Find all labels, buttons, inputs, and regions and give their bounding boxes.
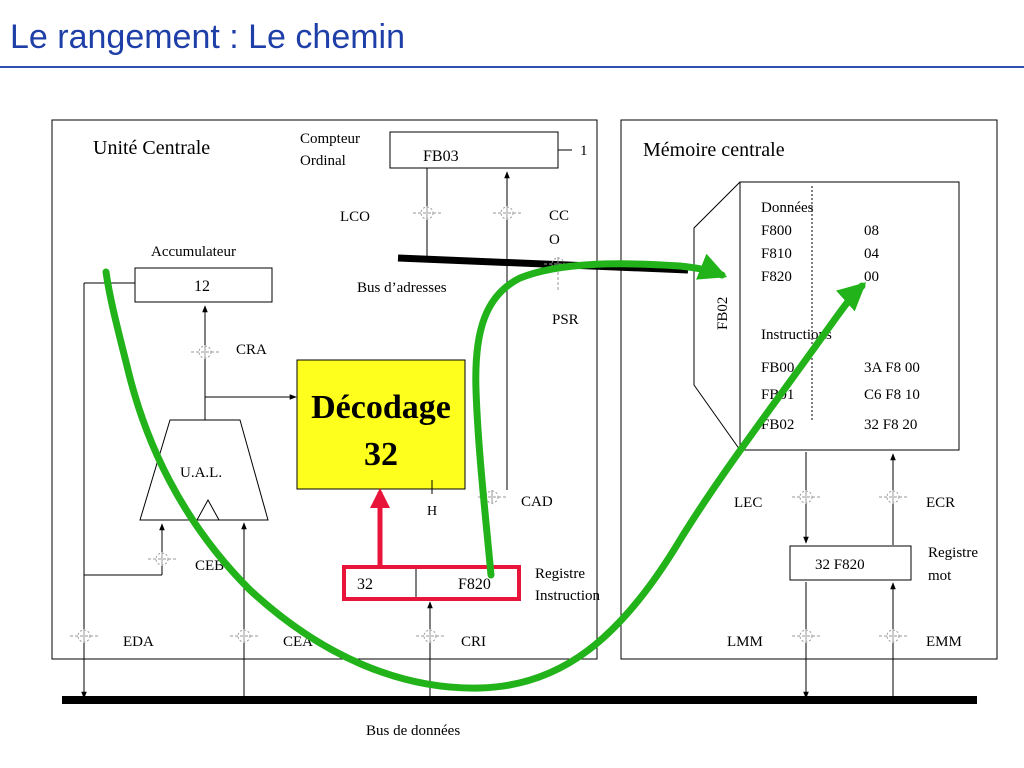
cpu-label: Unité Centrale bbox=[93, 137, 210, 159]
title-rule bbox=[0, 66, 1024, 68]
decodage-box bbox=[296, 359, 466, 490]
decodage-label: Décodage bbox=[311, 389, 451, 426]
lec-gate-icon bbox=[791, 489, 821, 505]
instr-row-3-val: 32 F8 20 bbox=[864, 417, 917, 433]
instr-row-1-val: 3A F8 00 bbox=[864, 360, 920, 376]
cra-gate-icon bbox=[190, 344, 220, 360]
accumulateur-label: Accumulateur bbox=[151, 244, 236, 260]
instructions-label: Instructions bbox=[761, 327, 832, 343]
ri-address: F820 bbox=[458, 576, 491, 593]
cpu-frame bbox=[51, 119, 598, 660]
ual-trapezoid bbox=[139, 419, 269, 521]
memory-label: Mémoire centrale bbox=[643, 139, 785, 161]
memory-address-label: FB02 bbox=[715, 297, 731, 330]
accumulateur-register bbox=[134, 267, 273, 303]
data-row-2-addr: F810 bbox=[761, 246, 792, 262]
data-row-2-val: 04 bbox=[864, 246, 880, 262]
cea-gate-icon bbox=[229, 628, 259, 644]
ri-label-2: Instruction bbox=[535, 588, 600, 604]
bus-adresses bbox=[397, 254, 689, 274]
ecr-label: ECR bbox=[926, 495, 955, 511]
bus-adresses-label: Bus d’adresses bbox=[357, 280, 447, 296]
cri-label: CRI bbox=[461, 634, 486, 650]
data-row-3-val: 00 bbox=[864, 269, 879, 285]
registre-mot bbox=[789, 545, 912, 581]
rm-value: 32 F820 bbox=[815, 557, 865, 573]
rm-label-2: mot bbox=[928, 568, 952, 584]
instr-row-2-val: C6 F8 10 bbox=[864, 387, 920, 403]
cad-label: CAD bbox=[521, 494, 553, 510]
data-row-3-addr: F820 bbox=[761, 269, 792, 285]
cco-label-2: O bbox=[549, 232, 560, 248]
ri-label-1: Registre bbox=[535, 566, 585, 582]
eda-gate-icon bbox=[69, 628, 99, 644]
ual-label: U.A.L. bbox=[180, 465, 222, 481]
lec-label: LEC bbox=[734, 495, 762, 511]
data-row-1-val: 08 bbox=[864, 223, 879, 239]
ecr-gate-icon bbox=[878, 489, 908, 505]
psr-label: PSR bbox=[552, 312, 579, 328]
rm-label-1: Registre bbox=[928, 545, 978, 561]
bus-donnees-label: Bus de données bbox=[366, 723, 460, 739]
cco-gate-icon bbox=[492, 205, 522, 221]
slide-title: Le rangement : Le chemin bbox=[10, 18, 406, 56]
emm-gate-icon bbox=[878, 628, 908, 644]
compteur-label-1: Compteur bbox=[300, 131, 360, 147]
donnees-label: Données bbox=[761, 200, 814, 216]
ri-opcode: 32 bbox=[357, 576, 373, 593]
increment-label: 1 bbox=[580, 143, 588, 159]
compteur-ordinal-register bbox=[389, 131, 559, 169]
data-row-1-addr: F800 bbox=[761, 223, 792, 239]
emm-label: EMM bbox=[926, 634, 962, 650]
ual-notch bbox=[196, 498, 220, 521]
eda-label: EDA bbox=[123, 634, 154, 650]
lco-gate-icon bbox=[412, 205, 442, 221]
decodage-value: 32 bbox=[364, 436, 398, 473]
memory-frame bbox=[620, 119, 998, 660]
ceb-label: CEB bbox=[195, 558, 224, 574]
lco-label: LCO bbox=[340, 209, 370, 225]
lmm-gate-icon bbox=[791, 628, 821, 644]
cco-label-1: CC bbox=[549, 208, 569, 224]
memory-address-decoder bbox=[693, 181, 741, 451]
address-path-green-arrow bbox=[472, 253, 728, 579]
cri-gate-icon bbox=[415, 628, 445, 644]
compteur-value: FB03 bbox=[423, 148, 459, 165]
ceb-gate-icon bbox=[147, 551, 177, 567]
instr-row-3-addr: FB02 bbox=[761, 417, 794, 433]
lmm-label: LMM bbox=[727, 634, 763, 650]
compteur-label-2: Ordinal bbox=[300, 153, 346, 169]
h-label: H bbox=[427, 504, 437, 519]
cra-label: CRA bbox=[236, 342, 267, 358]
data-path-green-arrow bbox=[102, 268, 867, 692]
instr-row-1-addr: FB00 bbox=[761, 360, 794, 376]
accumulateur-value: 12 bbox=[194, 278, 210, 295]
